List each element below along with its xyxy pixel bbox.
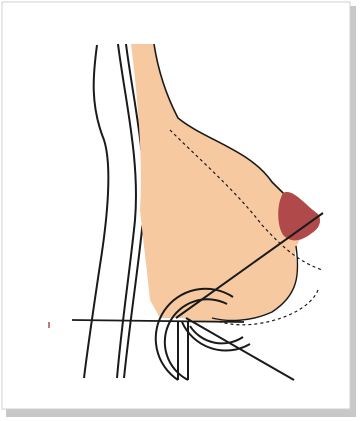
anatomical-diagram [0,0,360,421]
